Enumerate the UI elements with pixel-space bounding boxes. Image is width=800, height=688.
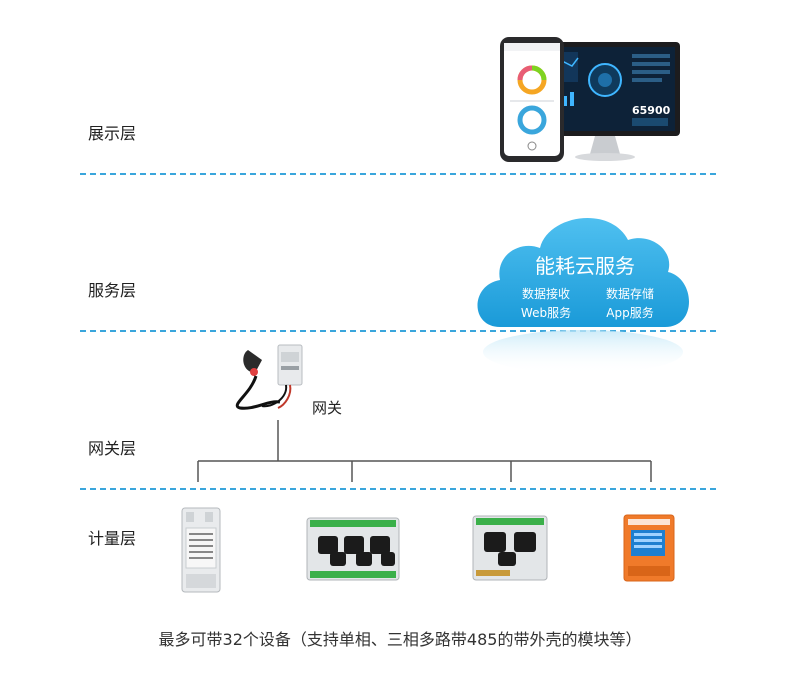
layer-label-service: 服务层 <box>88 281 137 300</box>
gateway-device-image <box>235 344 303 410</box>
bus-lines <box>197 420 652 482</box>
cloud-shape <box>477 218 689 374</box>
divider-gateway-metering <box>80 488 716 490</box>
monitor-value: 65900 <box>632 104 671 117</box>
phone-image <box>500 37 564 162</box>
layer-label-display: 展示层 <box>88 124 137 143</box>
meter-device-multi-circuit-board <box>472 515 548 581</box>
gateway-label: 网关 <box>312 399 343 417</box>
layer-label-gateway: 网关层 <box>88 439 137 458</box>
cloud-item-data-storage: 数据存储 <box>605 287 654 301</box>
divider-display-service <box>80 173 716 175</box>
meter-device-three-phase-board <box>306 517 400 581</box>
cloud-title: 能耗云服务 <box>535 254 635 278</box>
divider-service-gateway <box>80 330 716 332</box>
diagram-caption: 最多可带32个设备（支持单相、三相多路带485的带外壳的模块等） <box>158 630 642 649</box>
cloud-item-web-service: Web服务 <box>520 306 572 320</box>
meter-device-orange <box>623 514 675 582</box>
meter-device-single-phase <box>181 507 221 593</box>
layer-label-metering: 计量层 <box>88 529 137 548</box>
cloud-item-data-receive: 数据接收 <box>521 287 570 301</box>
cloud-item-app-service: App服务 <box>606 306 654 320</box>
